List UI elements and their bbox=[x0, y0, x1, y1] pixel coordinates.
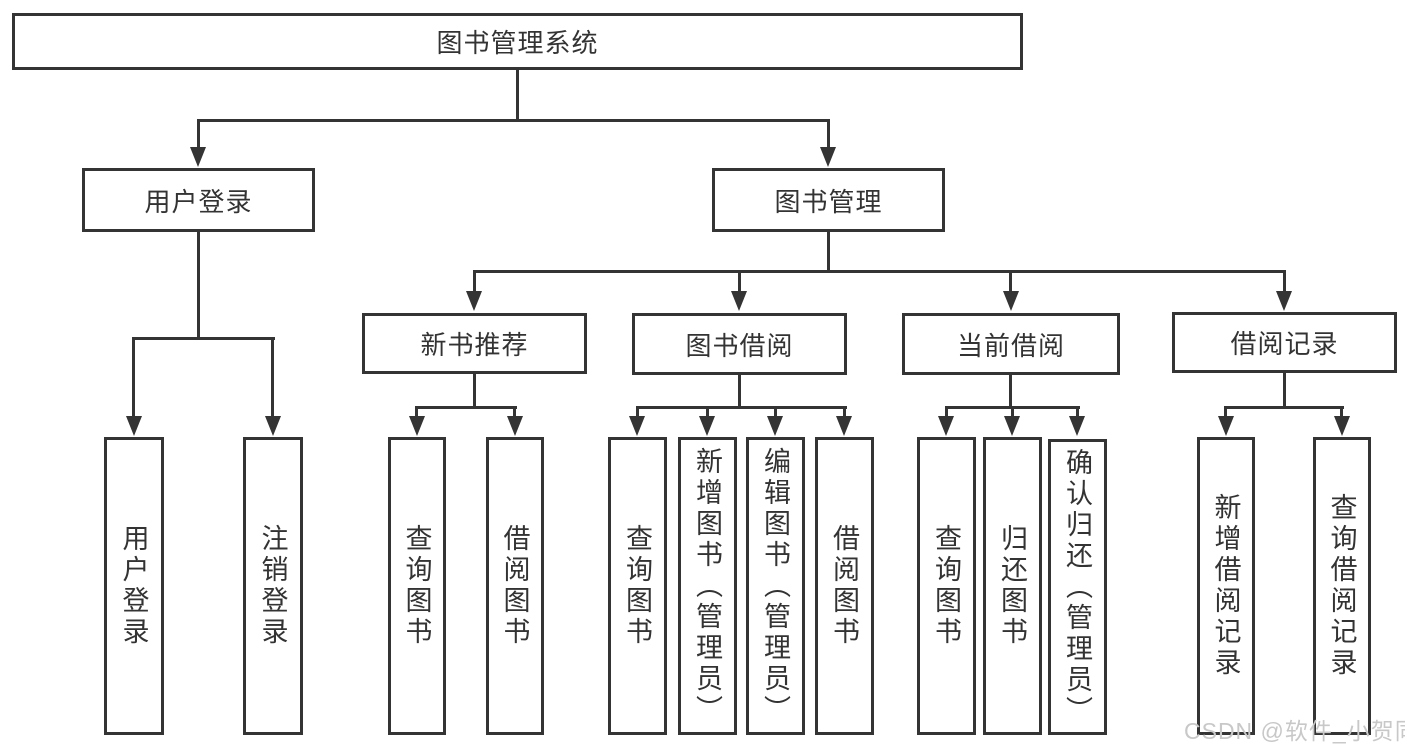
leaf-cb-query-book: 查询图书 bbox=[917, 437, 976, 735]
connector-stem bbox=[415, 406, 418, 418]
connector-borrow-hline bbox=[636, 406, 847, 409]
leaf-br-add-record: 新增借阅记录 bbox=[1197, 437, 1255, 735]
connector-login-hline bbox=[132, 337, 275, 340]
arrowhead-to-book-mgmt bbox=[820, 147, 836, 167]
leaf-rec-borrow-book: 借阅图书 bbox=[486, 437, 544, 735]
arrowhead bbox=[1069, 416, 1085, 436]
connector-stem bbox=[1011, 406, 1014, 418]
connector-mgmt-hline bbox=[473, 270, 1286, 273]
connector-stem bbox=[636, 406, 639, 418]
arrowhead bbox=[1334, 416, 1350, 436]
leaf-logout: 注销登录 bbox=[243, 437, 303, 735]
connector-stem bbox=[1283, 270, 1286, 293]
leaf-bb-borrow-book: 借阅图书 bbox=[815, 437, 874, 735]
leaf-rec-query-book: 查询图书 bbox=[388, 437, 446, 735]
connector-stem bbox=[473, 270, 476, 293]
connector-root-hline bbox=[197, 119, 830, 122]
connector-stem bbox=[1224, 406, 1227, 418]
arrowhead bbox=[836, 416, 852, 436]
node-book-mgmt: 图书管理 bbox=[712, 168, 945, 232]
connector-stem bbox=[513, 406, 516, 418]
arrowhead-to-leaf-logout bbox=[265, 416, 281, 436]
connector-mgmt-stub bbox=[827, 232, 830, 272]
connector-stem bbox=[132, 337, 135, 418]
leaf-user-login: 用户登录 bbox=[104, 437, 164, 735]
node-user-login: 用户登录 bbox=[82, 168, 315, 232]
connector-stem bbox=[271, 337, 274, 418]
connector-stem bbox=[1076, 406, 1079, 418]
arrowhead bbox=[409, 416, 425, 436]
node-book-borrow: 图书借阅 bbox=[632, 313, 847, 375]
connector-rec-hline bbox=[415, 406, 517, 409]
arrowhead-to-book-borrow bbox=[731, 291, 747, 311]
connector-stem bbox=[1340, 406, 1343, 418]
connector-record-hline bbox=[1224, 406, 1344, 409]
connector-stem bbox=[945, 406, 948, 418]
arrowhead bbox=[699, 416, 715, 436]
connector-login-stub bbox=[197, 232, 200, 340]
node-root: 图书管理系统 bbox=[12, 13, 1023, 70]
connector-stem bbox=[774, 406, 777, 418]
arrowhead bbox=[767, 416, 783, 436]
leaf-bb-add-book-admin: 新增图书（管理员） bbox=[678, 437, 737, 735]
arrowhead bbox=[938, 416, 954, 436]
connector-stem bbox=[738, 270, 741, 293]
arrowhead-to-new-book-rec bbox=[466, 291, 482, 311]
node-borrow-record: 借阅记录 bbox=[1172, 312, 1397, 373]
connector-stem bbox=[843, 406, 846, 418]
connector-stem bbox=[706, 406, 709, 418]
connector-borrow-stub bbox=[738, 375, 741, 408]
connector-root-stub bbox=[516, 68, 519, 121]
arrowhead-to-leaf-user-login bbox=[126, 416, 142, 436]
leaf-br-query-record: 查询借阅记录 bbox=[1313, 437, 1371, 735]
leaf-bb-edit-book-admin: 编辑图书（管理员） bbox=[746, 437, 805, 735]
connector-rec-stub bbox=[473, 374, 476, 408]
arrowhead bbox=[1004, 416, 1020, 436]
arrowhead-to-current-borrow bbox=[1003, 291, 1019, 311]
csdn-watermark: CSDN @软件_小贺同学 bbox=[1184, 718, 1405, 744]
connector-record-stub bbox=[1283, 373, 1286, 408]
node-new-book-rec: 新书推荐 bbox=[362, 313, 587, 374]
leaf-bb-query-book: 查询图书 bbox=[608, 437, 667, 735]
arrowhead bbox=[1218, 416, 1234, 436]
connector-stem bbox=[1009, 270, 1012, 293]
leaf-cb-return-book: 归还图书 bbox=[983, 437, 1042, 735]
node-current-borrow: 当前借阅 bbox=[902, 313, 1120, 375]
connector-current-stub bbox=[1009, 375, 1012, 408]
arrowhead bbox=[629, 416, 645, 436]
connector-stem bbox=[197, 119, 200, 149]
arrowhead-to-borrow-record bbox=[1276, 291, 1292, 311]
arrowhead bbox=[507, 416, 523, 436]
arrowhead-to-user-login bbox=[190, 147, 206, 167]
leaf-cb-confirm-return-admin: 确认归还（管理员） bbox=[1048, 439, 1107, 735]
connector-stem bbox=[827, 119, 830, 149]
